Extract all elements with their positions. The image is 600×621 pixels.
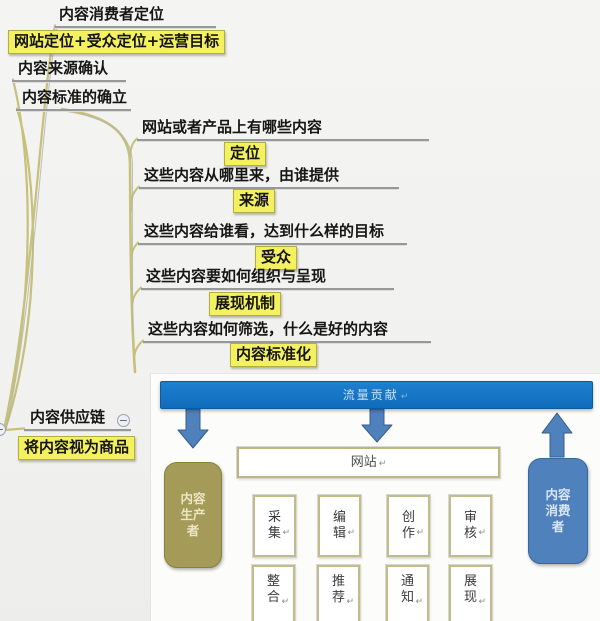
subtopic-tag-presentation-mechanism[interactable]: 展现机制 — [209, 292, 282, 316]
process-label: 审核 — [463, 510, 477, 541]
process-box-collect: 采集 ↵ — [252, 494, 297, 558]
tag-content-as-commodity[interactable]: 将内容视为商品 — [18, 436, 136, 460]
return-mark-icon: ↵ — [415, 597, 423, 607]
process-label: 通知 — [400, 574, 414, 605]
process-label: 编辑 — [332, 510, 346, 541]
process-box-create: 创作 ↵ — [386, 494, 431, 558]
subtopic-organize-present[interactable]: 这些内容要如何组织与呈现 — [141, 266, 394, 290]
subtopic-tag-audience[interactable]: 受众 — [255, 246, 298, 270]
return-mark-icon: ↵ — [281, 597, 289, 607]
producer-label: 内容生产者 — [180, 491, 206, 538]
node-content-supply-chain[interactable]: 内容供应链 — [24, 407, 131, 431]
tag-site-audience-goal[interactable]: 网站定位+受众定位+运营目标 — [8, 30, 226, 54]
diagram-header-bar: 流量贡献↵ — [160, 381, 593, 409]
subtopic-tag-content-standardization[interactable]: 内容标准化 — [230, 343, 318, 367]
return-mark-icon: ↵ — [478, 528, 486, 538]
subtopic-where-from[interactable]: 这些内容从哪里来，由谁提供 — [139, 165, 399, 189]
return-mark-icon: ↵ — [346, 597, 354, 607]
process-label: 创作 — [401, 510, 415, 541]
process-box-edit: 编辑 ↵ — [317, 494, 362, 558]
process-box-display: 展现 ↵ — [448, 564, 493, 621]
return-mark-icon: ↵ — [478, 597, 486, 607]
consumer-label: 内容消费者 — [545, 487, 571, 534]
node-content-standard[interactable]: 内容标准的确立 — [16, 87, 131, 111]
subtopic-tag-positioning[interactable]: 定位 — [224, 142, 267, 166]
process-label: 整合 — [266, 574, 280, 605]
subtopic-how-filter[interactable]: 这些内容如何筛选，什么是好的内容 — [143, 319, 431, 343]
producer-box: 内容生产者 — [164, 462, 222, 568]
process-box-recommend: 推荐 ↵ — [316, 564, 361, 621]
return-mark-icon: ↵ — [347, 528, 355, 538]
process-label: 展现 — [463, 574, 477, 605]
collapse-button[interactable]: − — [117, 414, 130, 427]
diagram-header-label: 流量贡献 — [342, 388, 399, 402]
consumer-box: 内容消费者 — [528, 458, 588, 564]
node-content-source-confirm[interactable]: 内容来源确认 — [12, 58, 126, 82]
process-label: 推荐 — [331, 574, 345, 605]
return-mark-icon: ↵ — [378, 459, 387, 469]
node-consumer-positioning[interactable]: 内容消费者定位 — [55, 4, 216, 28]
website-label: 网站 — [350, 455, 377, 470]
return-mark-icon: ↵ — [416, 528, 424, 538]
process-label: 采集 — [267, 510, 281, 541]
subtopic-what-content[interactable]: 网站或者产品上有哪些内容 — [137, 117, 429, 141]
website-box: 网站↵ — [236, 446, 501, 479]
subtopic-for-whom[interactable]: 这些内容给谁看，达到什么样的目标 — [138, 221, 407, 245]
return-mark-icon: ↵ — [282, 528, 290, 538]
process-box-review: 审核 ↵ — [448, 494, 493, 558]
edge-collapse-button[interactable]: − — [0, 423, 6, 436]
return-mark-icon: ↵ — [400, 392, 411, 402]
process-box-notify: 通知 ↵ — [385, 564, 430, 621]
subtopic-tag-source[interactable]: 来源 — [233, 189, 276, 213]
process-box-integrate: 整合 ↵ — [251, 564, 296, 621]
